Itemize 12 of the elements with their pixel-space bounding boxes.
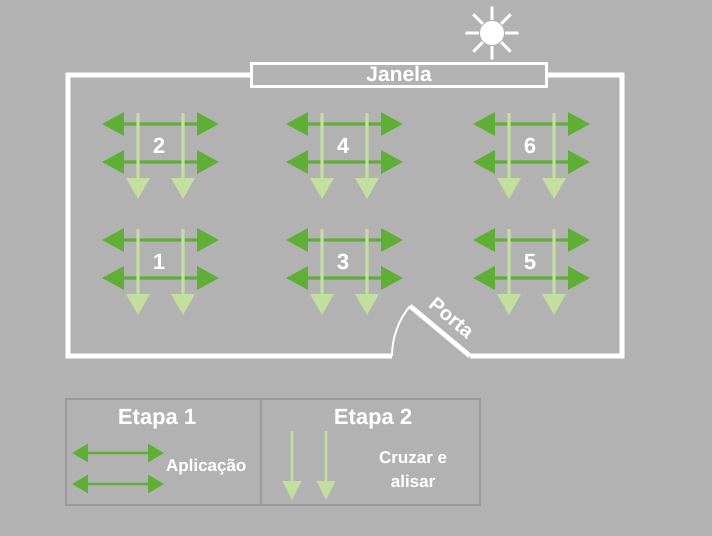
window-box — [250, 62, 548, 88]
zone-number: 1 — [152, 250, 166, 274]
legend-label: Aplicação — [166, 455, 246, 477]
zone-number: 5 — [524, 250, 536, 274]
legend-heading: Etapa 1 — [118, 405, 196, 429]
window-label: Janela — [366, 64, 432, 86]
zone-number: 3 — [336, 250, 350, 274]
zone-number: 6 — [524, 134, 536, 158]
legend-heading: Etapa 2 — [334, 405, 412, 429]
legend-label: Cruzar e alisar — [378, 447, 448, 493]
zone-number: 4 — [336, 134, 350, 158]
zone-number: 2 — [152, 134, 166, 158]
